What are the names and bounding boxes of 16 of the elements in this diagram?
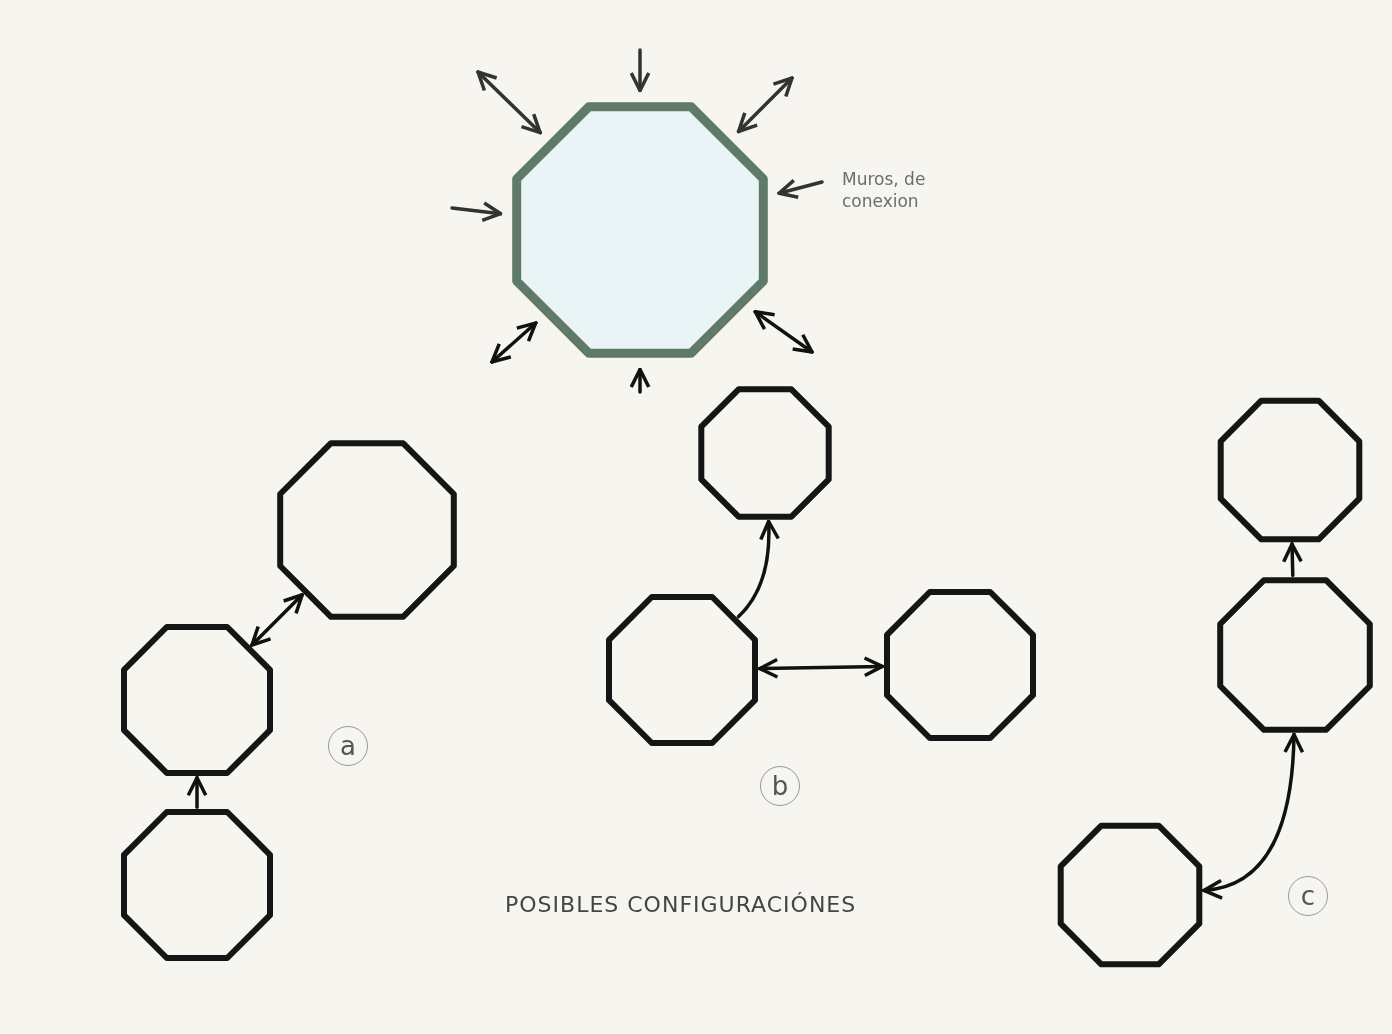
arrow [1281,542,1303,578]
arrow [777,178,824,200]
caption: POSIBLES CONFIGURACIÓNES [505,892,857,917]
double-arrow [250,593,304,647]
double-arrow [476,70,542,135]
double-arrow [758,656,884,679]
arrow [450,201,503,223]
annotation-text: Muros, de conexion [842,168,927,213]
double-arrow [736,76,794,134]
arrow [629,48,651,93]
arrow [186,776,208,809]
arrow [629,367,651,394]
double-arrow [753,310,814,354]
double-arrow [490,321,538,364]
double-arrow [1202,732,1304,899]
arrow [736,519,780,619]
